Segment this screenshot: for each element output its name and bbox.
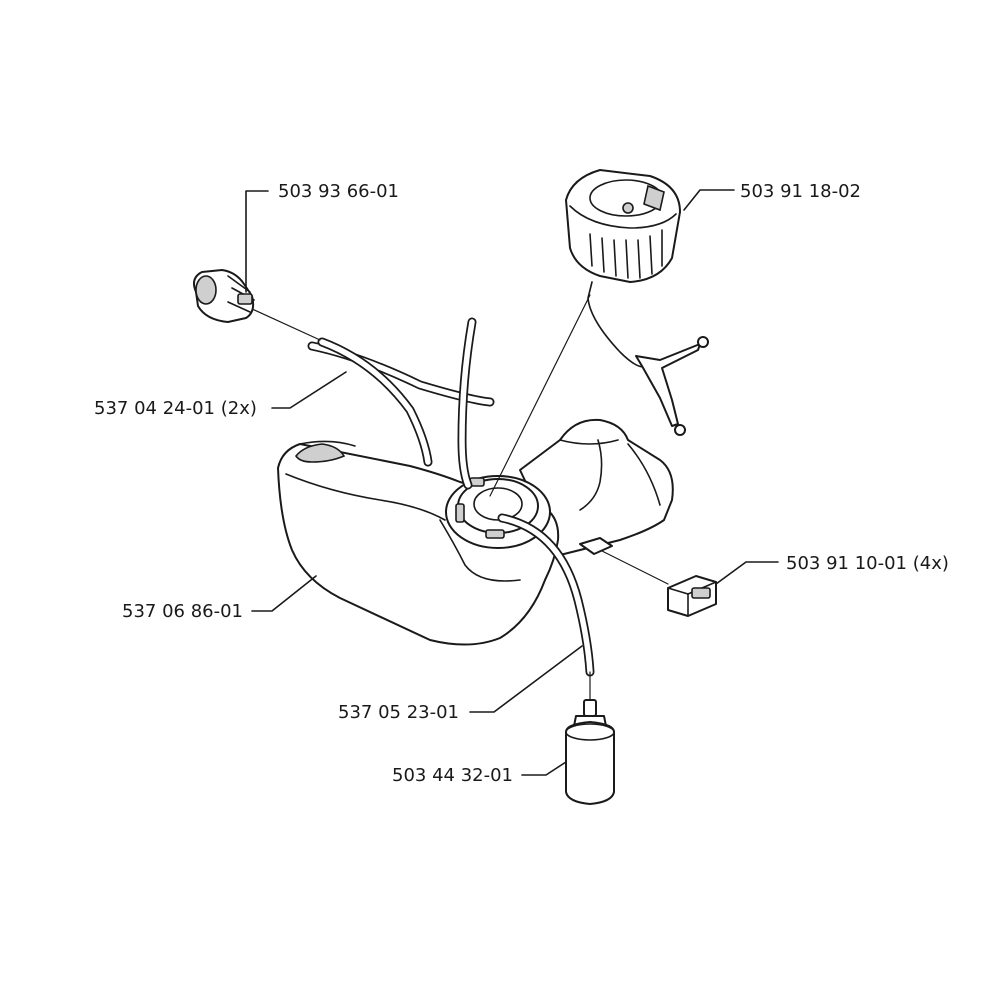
part-label-fuel-filter: 503 44 32-01: [392, 765, 513, 786]
fuel-hose-drawing: [497, 513, 595, 677]
part-labels: 503 93 66-01 503 91 18-02 537 04 24-01 (…: [94, 181, 949, 786]
leader-lines: [245, 189, 779, 776]
fuel-filter-drawing: [565, 671, 615, 805]
part-label-fuel-hose: 537 05 23-01: [338, 702, 459, 723]
rubber-mount-drawing: [579, 537, 717, 617]
part-label-fuel-tank: 537 06 86-01: [122, 601, 243, 622]
part-label-fuel-cap: 503 91 18-02: [740, 181, 861, 202]
part-label-primer-bulb: 503 93 66-01: [278, 181, 399, 202]
part-label-rubber-mount: 503 91 10-01 (4x): [786, 553, 949, 574]
fuel-cap-drawing: [489, 169, 709, 497]
filler-neck-drawing: [445, 475, 551, 549]
part-label-fuel-hose-pair: 537 04 24-01 (2x): [94, 398, 257, 419]
fuel-hose-pair-drawing: [307, 317, 495, 490]
primer-bulb-drawing: [193, 269, 321, 341]
